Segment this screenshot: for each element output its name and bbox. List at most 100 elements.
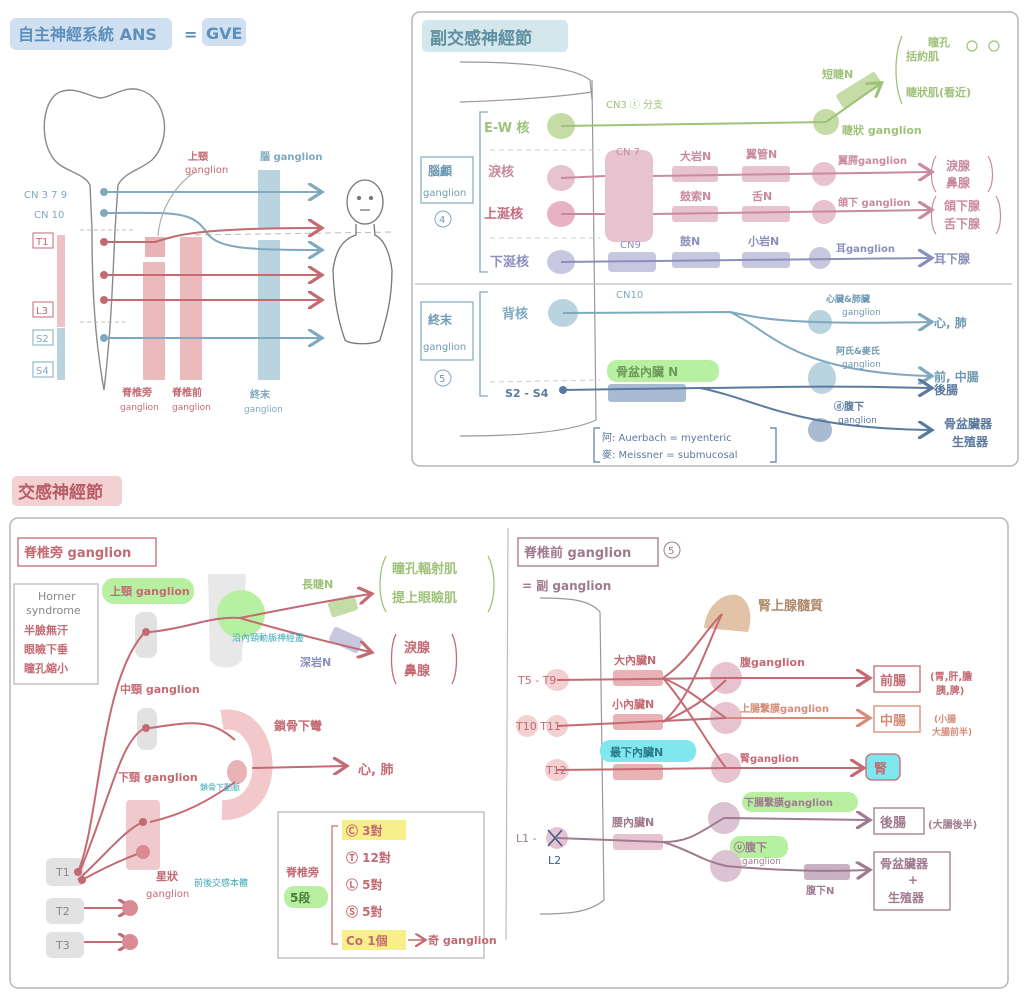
terminal-label-1: 終末 xyxy=(250,388,271,401)
gve-label: GVE xyxy=(206,24,242,43)
horner-sign-2: 眼瞼下垂 xyxy=(24,642,68,656)
sacral-label: S2 - S4 xyxy=(505,387,549,400)
target-submandibular-1: 頜下腺 xyxy=(943,198,981,213)
target-lacrimal: 淚腺 xyxy=(404,640,431,656)
lingual-segment xyxy=(742,206,790,222)
para-frame xyxy=(411,11,1019,467)
terminal-box xyxy=(420,301,474,361)
t1-box xyxy=(32,232,54,249)
brain-ganglion-label: 腦 ganglion xyxy=(260,150,323,163)
sympathetic-section: 交感神經節 脊椎旁 ganglion Horner syndrome 半臉無汗 … xyxy=(9,476,1009,989)
legend-lumbar: Ⓛ 5對 xyxy=(346,877,383,892)
inferior-cervical-label: 下頸 ganglion xyxy=(118,771,198,784)
eye-target-paren-left xyxy=(379,555,387,613)
terminal-label-2: ganglion xyxy=(423,342,466,353)
cn7-trunk xyxy=(605,150,653,242)
stellate-label-1: 星狀 xyxy=(156,869,179,883)
paravert-nodes xyxy=(74,628,150,950)
brain-spinal-cord-outline xyxy=(43,88,166,391)
foregut-detail-1: (胃,肝,膽 xyxy=(930,670,972,683)
legend-title: 脊椎旁 xyxy=(285,865,319,879)
s2-box xyxy=(32,329,54,346)
t10-node xyxy=(516,715,538,737)
paravert-title-box xyxy=(17,537,157,567)
t1-symp-label: T1 xyxy=(55,866,70,879)
prevert-alias: = 副 ganglion xyxy=(522,578,611,593)
carotid-plexus-label: 沿內頸動脈神經叢 xyxy=(232,632,304,644)
note-bracket xyxy=(593,427,777,463)
target-dilator: 瞳孔輻射肌 xyxy=(392,561,457,577)
prevertebral-label-2: ganglion xyxy=(172,403,211,413)
target-fore-midgut: 前, 中腸 xyxy=(934,369,979,384)
t1-vertebra xyxy=(46,858,84,886)
horner-sign-3: 瞳孔縮小 xyxy=(24,661,68,675)
sup-hypogastric-label-2: ganglion xyxy=(742,857,781,867)
legend-five-highlight xyxy=(284,886,328,908)
terminal-ganglion-column xyxy=(258,240,280,380)
legend-cervical: Ⓒ 3對 xyxy=(346,823,383,838)
target-kidney: 腎 xyxy=(874,762,887,777)
target-pelvic-plus: + xyxy=(908,873,918,887)
lacrimal-nucleus-label: 淚核 xyxy=(488,164,514,180)
pelvic-splanchnic-label: 骨盆內臟 N xyxy=(616,364,678,379)
legend-odd-ganglion: 奇 ganglion xyxy=(428,933,497,947)
target-pupil-2: 括約肌 xyxy=(906,49,939,63)
eye-icon xyxy=(966,40,1000,52)
long-ciliary-label: 長睫N xyxy=(302,577,333,591)
cranial-count: 4 xyxy=(439,215,445,226)
legend-co-highlight xyxy=(342,930,406,950)
brainstem-outline-right xyxy=(591,79,597,421)
person-figure-icon xyxy=(332,179,393,345)
adrenal-label: 腎上腺髓質 xyxy=(758,598,823,614)
target-pelvic-1: 骨盆臟器 xyxy=(944,416,993,431)
target-pelvic-organs: 骨盆臟器 xyxy=(880,856,929,871)
deep-petrosal-label: 深岩N xyxy=(300,655,331,669)
ans-overview-nodes xyxy=(100,188,108,342)
pelvic-box xyxy=(873,851,951,911)
l2-correction: L2 xyxy=(548,854,561,867)
cranial-box xyxy=(420,156,474,204)
prevert-title: 脊椎前 ganglion xyxy=(523,545,631,561)
middle-cervical-label: 中頸 ganglion xyxy=(120,682,200,696)
otic-ganglion-node xyxy=(809,247,831,269)
cn7-label: CN 7 xyxy=(616,147,640,158)
paravert-fibers xyxy=(77,594,370,942)
eye-target-paren-right xyxy=(487,555,495,613)
stellate-note: 前後交感本體 xyxy=(194,877,248,889)
greater-splanchnic-label: 大內臟N xyxy=(614,653,656,667)
short-ciliary-segment xyxy=(836,72,882,108)
ans-title-highlight xyxy=(10,18,172,50)
cn-10-label: CN 10 xyxy=(34,210,64,221)
enteric-ganglion-node xyxy=(808,362,836,394)
lesser-petrosal-label: 小岩N xyxy=(747,234,779,248)
t5-t9-label: T5 - T9 xyxy=(517,674,556,687)
t3-symp-label: T3 xyxy=(55,939,70,952)
midgut-box xyxy=(873,705,921,733)
nuclei-divider-3 xyxy=(489,379,601,383)
target-heart-lung: 心, 肺 xyxy=(934,315,967,330)
superior-cervical-label: 上頸 ganglion xyxy=(110,584,190,598)
sacral-bar xyxy=(57,328,65,380)
deep-petrosal-segment xyxy=(329,626,363,654)
dorsal-nucleus-label: 背核 xyxy=(502,306,528,322)
paravertebral-label-1: 脊椎旁 xyxy=(121,386,152,399)
symp-frame xyxy=(9,517,1009,989)
hypogastric-nerve-label: 腹下N xyxy=(806,884,834,897)
terminal-label-2: ganglion xyxy=(244,405,283,415)
segment-legend-box xyxy=(277,811,485,959)
lesser-splanchnic-label: 小內臟N xyxy=(611,697,654,711)
pterygopalatine-ganglion-label: 翼腭ganglion xyxy=(837,155,907,167)
l3-label: L3 xyxy=(36,306,48,317)
chorda-tympani-label: 鼓索N xyxy=(680,189,711,203)
greater-splanchnic-segment xyxy=(613,670,663,686)
ans-overview-fibers xyxy=(103,171,320,338)
para-title: 副交感神經節 xyxy=(430,28,532,49)
inferior-hypogastric-label-2: ganglion xyxy=(838,416,877,426)
submandibular-ganglion-label: 頜下 ganglion xyxy=(837,196,911,209)
prevert-count: 5 xyxy=(668,546,674,557)
inferior-hypogastric-node xyxy=(808,418,832,442)
adrenal-gland-shape xyxy=(704,594,751,632)
target-pelvic-2: 生殖器 xyxy=(952,434,989,449)
body-dashed-line xyxy=(194,231,396,236)
stellate-body xyxy=(126,800,160,870)
